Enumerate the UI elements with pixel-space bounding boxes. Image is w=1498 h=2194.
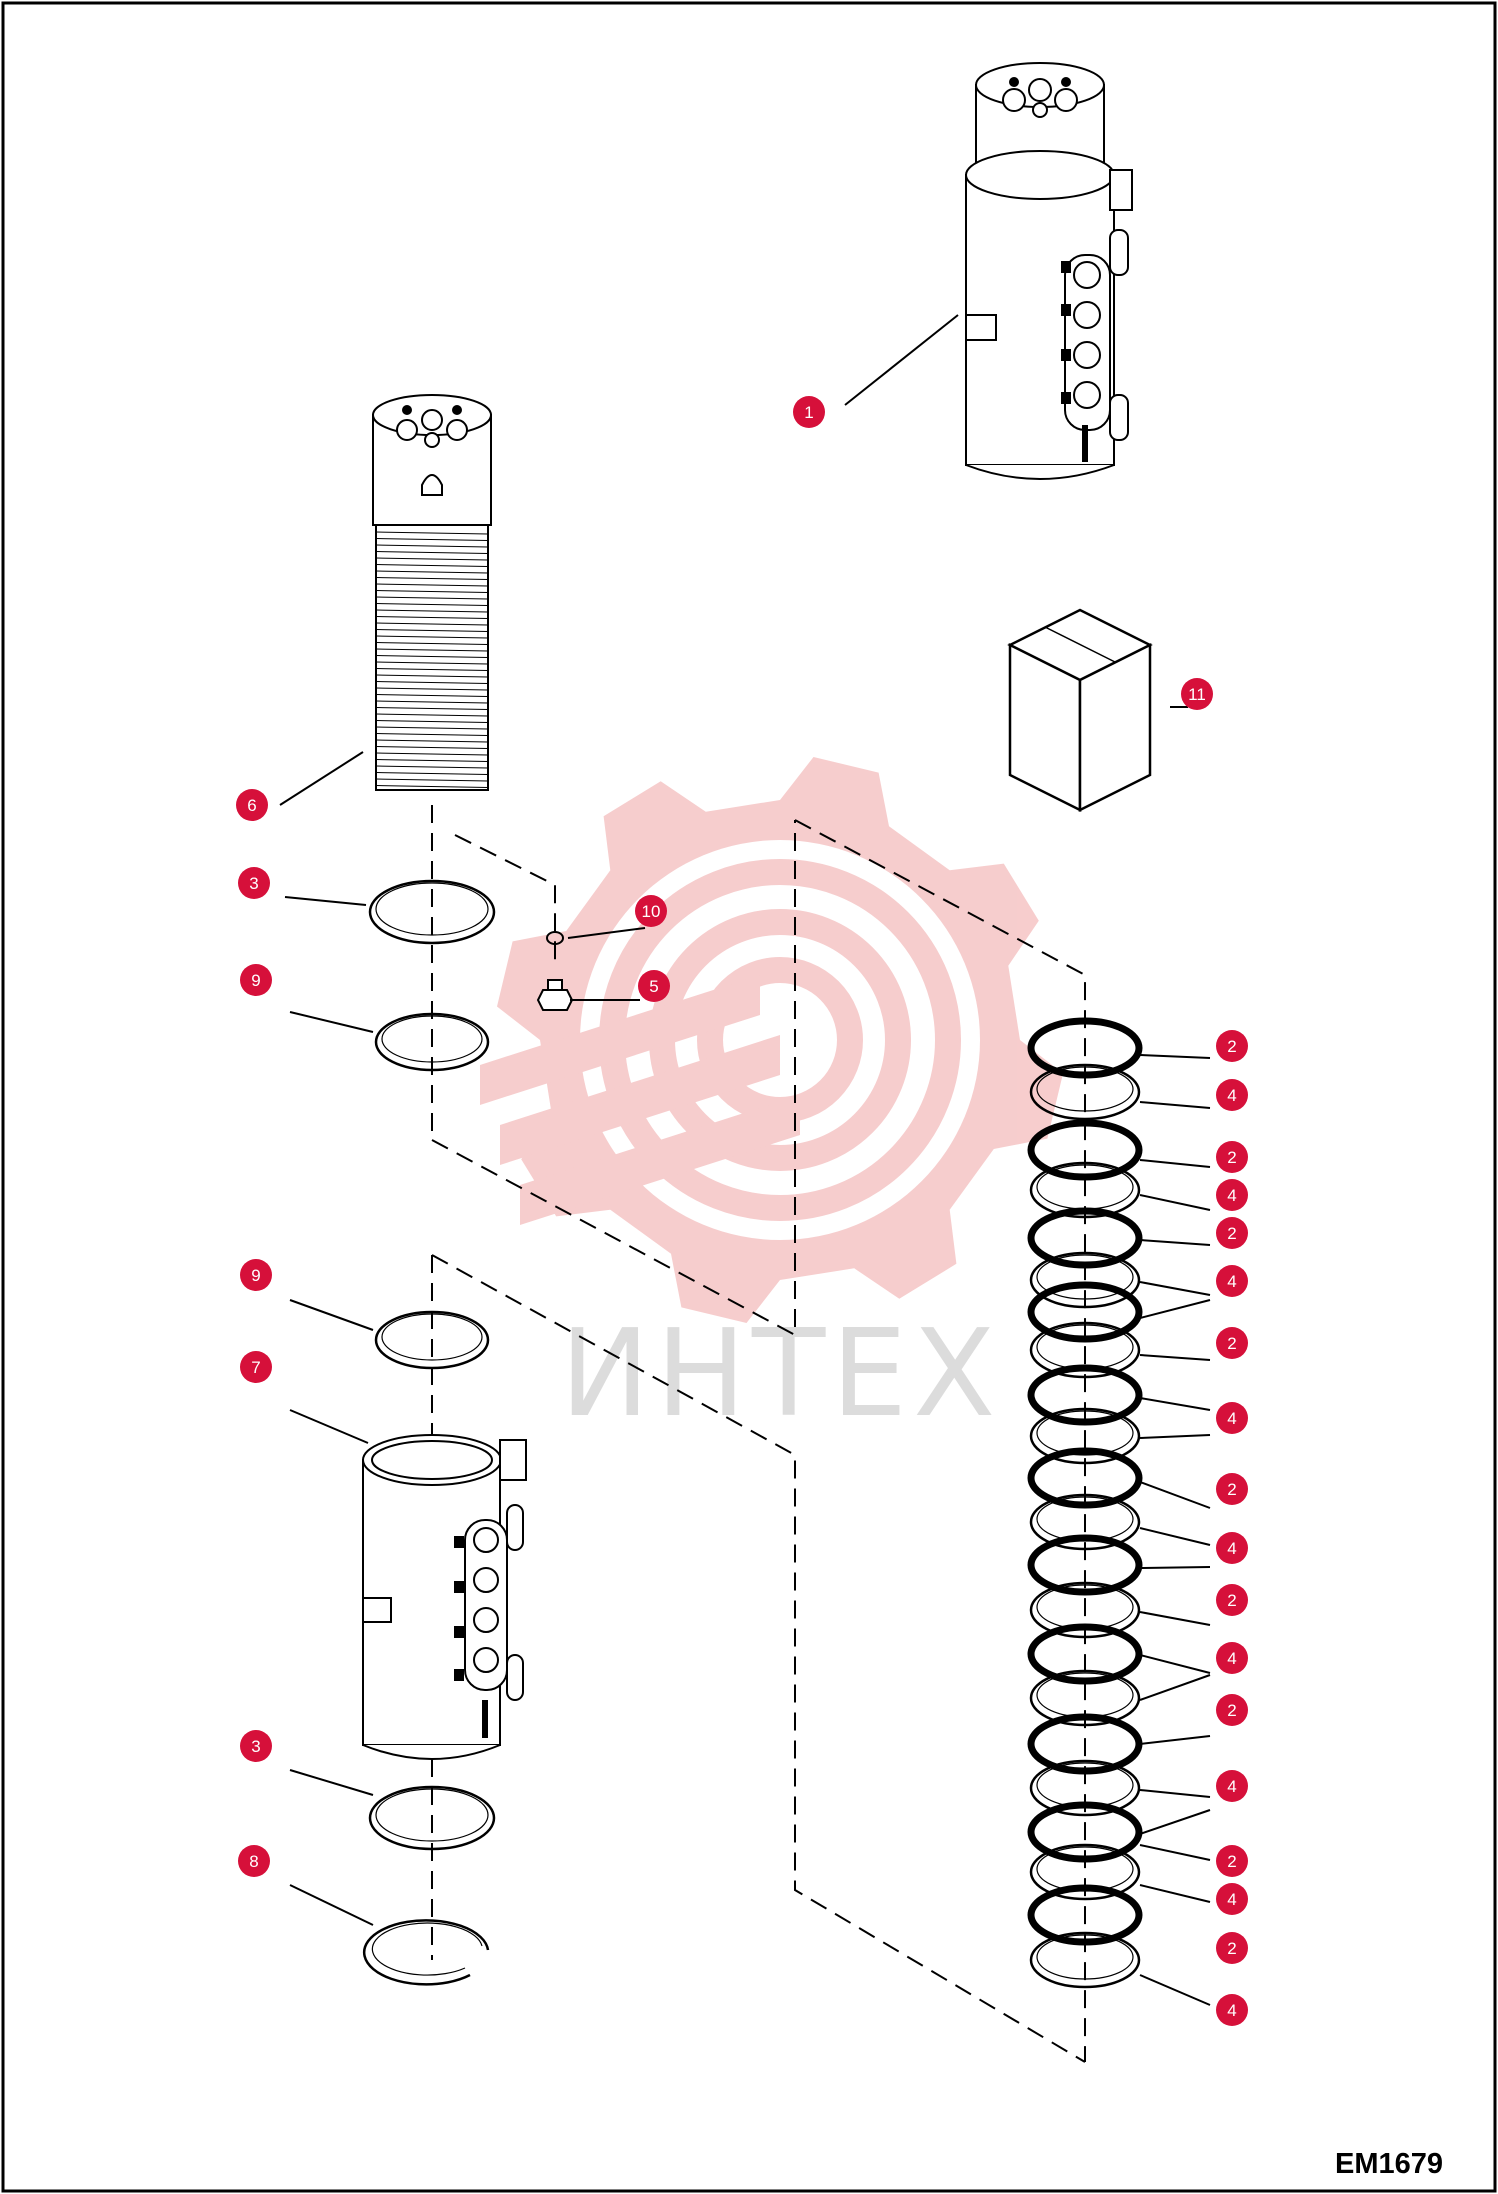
callout-2: 2 [1216, 1584, 1248, 1616]
callout-6: 6 [236, 789, 268, 821]
part-small-oring [546, 931, 564, 945]
part-shaft [372, 394, 492, 791]
part-ring-upper-9 [374, 1012, 490, 1072]
callout-2: 2 [1216, 1845, 1248, 1877]
callout-label: 4 [1227, 1409, 1236, 1428]
callout-4: 4 [1216, 1402, 1248, 1434]
callout-8: 8 [238, 1845, 270, 1877]
seal-ring-2 [1027, 1884, 1143, 1946]
callout-label: 4 [1227, 1272, 1236, 1291]
callout-label: 3 [251, 1737, 260, 1756]
callout-4: 4 [1216, 1642, 1248, 1674]
seal-ring-2 [1027, 1801, 1143, 1863]
callout-label: 11 [1188, 685, 1206, 704]
callout-label: 8 [249, 1852, 258, 1871]
callout-11: 11 [1181, 678, 1213, 710]
part-housing [362, 1434, 527, 1760]
seal-ring-2 [1027, 1281, 1143, 1343]
callout-label: 2 [1227, 1037, 1236, 1056]
watermark-text: ИНТЕХ [560, 1305, 1001, 1444]
backup-ring-4 [1029, 1063, 1141, 1121]
callout-3: 3 [240, 1730, 272, 1762]
watermark-logo: ИНТЕХ [480, 757, 1063, 1444]
callout-label: 4 [1227, 2001, 1236, 2020]
callout-label: 4 [1227, 1086, 1236, 1105]
callout-label: 2 [1227, 1334, 1236, 1353]
callout-2: 2 [1216, 1694, 1248, 1726]
callout-4: 4 [1216, 1079, 1248, 1111]
callout-4: 4 [1216, 1883, 1248, 1915]
callout-label: 9 [251, 971, 260, 990]
part-seal-kit-box [1007, 608, 1153, 813]
callout-2: 2 [1216, 1030, 1248, 1062]
callout-label: 2 [1227, 1480, 1236, 1499]
seal-stack [1027, 1017, 1143, 1989]
callout-label: 5 [649, 977, 658, 996]
part-ring-lower-9 [374, 1310, 490, 1370]
callout-3: 3 [238, 867, 270, 899]
callout-4: 4 [1216, 1994, 1248, 2026]
callout-label: 3 [249, 874, 258, 893]
part-ring-upper-3 [368, 879, 496, 945]
part-swivel-assembly [965, 62, 1133, 480]
callout-label: 9 [251, 1266, 260, 1285]
part-fitting [536, 979, 574, 1011]
callout-4: 4 [1216, 1179, 1248, 1211]
seal-ring-2 [1027, 1623, 1143, 1685]
callout-label: 2 [1227, 1852, 1236, 1871]
callout-label: 4 [1227, 1649, 1236, 1668]
backup-ring-4 [1029, 1407, 1141, 1465]
callout-label: 4 [1227, 1186, 1236, 1205]
callout-10: 10 [635, 895, 667, 927]
callout-label: 4 [1227, 1890, 1236, 1909]
callout-7: 7 [240, 1351, 272, 1383]
callout-2: 2 [1216, 1217, 1248, 1249]
callout-label: 4 [1227, 1777, 1236, 1796]
seal-ring-2 [1027, 1364, 1143, 1426]
callout-5: 5 [638, 970, 670, 1002]
backup-ring-4 [1029, 1251, 1141, 1309]
part-ring-lower-3 [368, 1785, 496, 1851]
callout-4: 4 [1216, 1770, 1248, 1802]
callout-label: 1 [804, 403, 813, 422]
seal-ring-2 [1027, 1447, 1143, 1509]
callout-label: 2 [1227, 1939, 1236, 1958]
callout-2: 2 [1216, 1473, 1248, 1505]
part-snap-ring [362, 1919, 490, 1986]
drawing-code: EM1679 [1335, 2148, 1443, 2180]
callout-label: 2 [1227, 1224, 1236, 1243]
seal-ring-2 [1027, 1534, 1143, 1596]
seal-leader-lines [1139, 1054, 1211, 2006]
callout-label: 2 [1227, 1148, 1236, 1167]
callout-label: 6 [247, 796, 256, 815]
seal-ring-2 [1027, 1207, 1143, 1269]
callout-label: 10 [642, 902, 661, 921]
leader-lines [279, 314, 1188, 1926]
callout-label: 2 [1227, 1701, 1236, 1720]
callout-9: 9 [240, 964, 272, 996]
seal-ring-2 [1027, 1017, 1143, 1079]
callout-9: 9 [240, 1259, 272, 1291]
callout-label: 2 [1227, 1591, 1236, 1610]
callout-label: 4 [1227, 1539, 1236, 1558]
callout-1: 1 [793, 396, 825, 428]
callout-label: 7 [251, 1358, 260, 1377]
callout-2: 2 [1216, 1141, 1248, 1173]
callout-4: 4 [1216, 1265, 1248, 1297]
callout-2: 2 [1216, 1932, 1248, 1964]
seal-ring-2 [1027, 1119, 1143, 1181]
backup-ring-4 [1029, 1931, 1141, 1989]
callout-4: 4 [1216, 1532, 1248, 1564]
seal-ring-2 [1027, 1713, 1143, 1775]
callout-2: 2 [1216, 1327, 1248, 1359]
